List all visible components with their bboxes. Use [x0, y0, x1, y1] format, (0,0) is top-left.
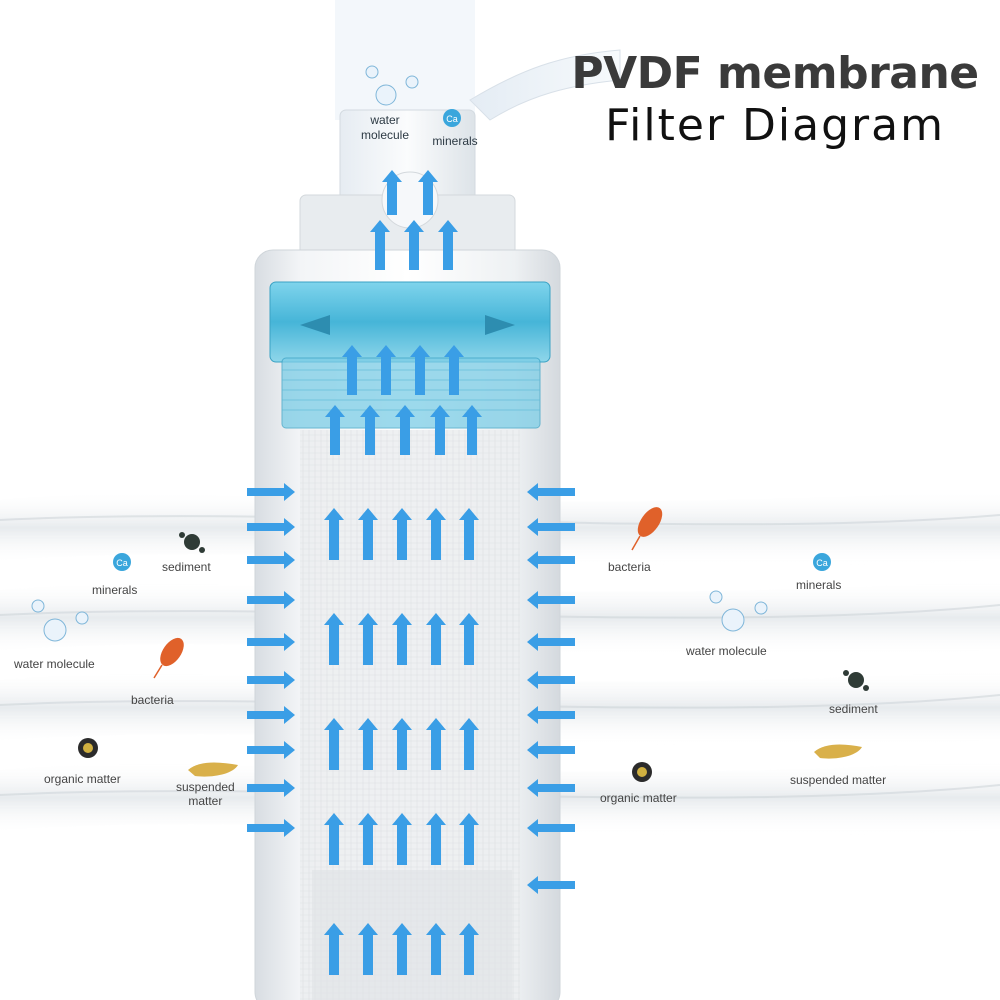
svg-text:Ca: Ca: [446, 114, 458, 124]
title-line-1: PVDF membrane: [560, 48, 990, 99]
title-line-2: Filter Diagram: [560, 100, 990, 151]
svg-text:Ca: Ca: [116, 558, 128, 568]
right-organic-matter-icon: [632, 762, 652, 782]
outlet-minerals-label: minerals: [432, 134, 477, 148]
outlet-water-label-line1: water: [369, 113, 399, 127]
right-suspended-matter-icon: [814, 745, 862, 759]
mineral-icon: Ca: [443, 109, 461, 127]
left-mineral-icon: Ca: [113, 553, 131, 571]
right-label-suspended-matter: suspended matter: [790, 773, 886, 787]
left-label-bacteria: bacteria: [131, 693, 174, 707]
outlet-water-label-line2: molecule: [361, 128, 409, 142]
left-label-organic-matter: organic matter: [44, 772, 121, 786]
right-label-organic-matter: organic matter: [600, 791, 677, 805]
right-label-bacteria: bacteria: [608, 560, 651, 574]
right-label-sediment: sediment: [829, 702, 878, 716]
right-mineral-icon: Ca: [813, 553, 831, 571]
left-label-sediment: sediment: [162, 560, 211, 574]
left-label-minerals: minerals: [92, 583, 137, 597]
filter-cap: [270, 282, 550, 428]
right-label-water-molecule: water molecule: [686, 644, 767, 658]
svg-text:Ca: Ca: [816, 558, 828, 568]
left-label-water-molecule: water molecule: [14, 657, 95, 671]
left-organic-matter-icon: [78, 738, 98, 758]
left-label-suspended-matter: suspended matter: [176, 780, 235, 808]
right-label-minerals: minerals: [796, 578, 841, 592]
